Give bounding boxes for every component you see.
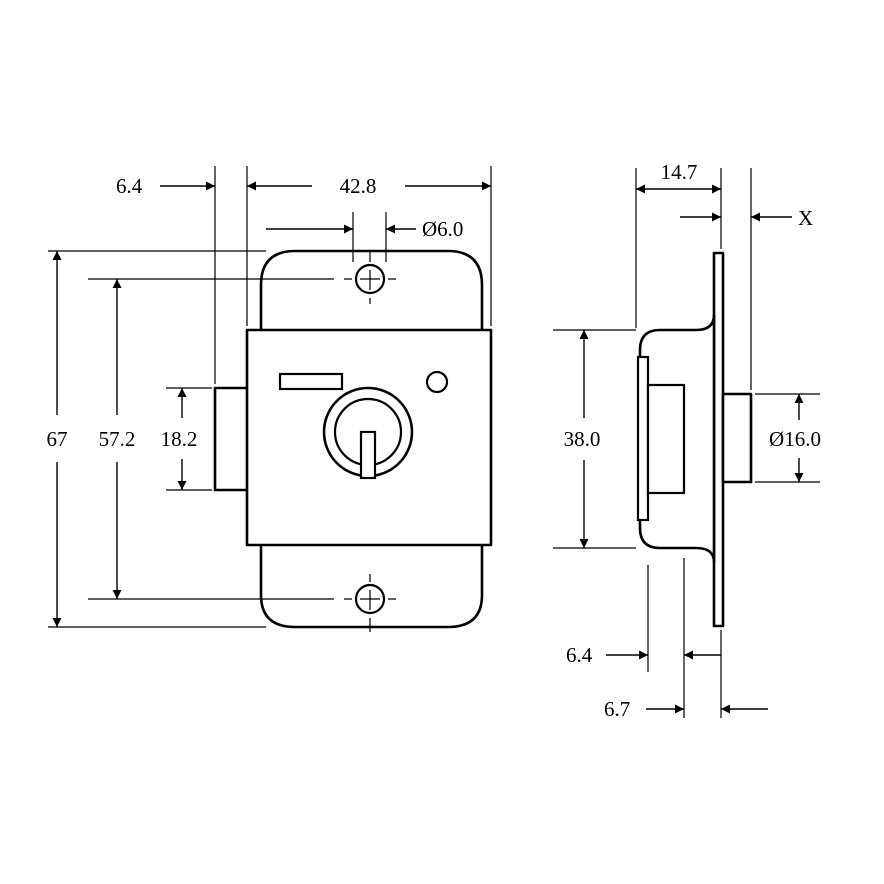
front-view bbox=[213, 249, 493, 632]
face-plate bbox=[636, 355, 650, 522]
small-pin bbox=[425, 370, 449, 394]
label-67: 67 bbox=[47, 427, 68, 451]
label-42-8: 42.8 bbox=[340, 174, 377, 198]
label-hole-diameter: Ø6.0 bbox=[422, 217, 463, 241]
label-14-7: 14.7 bbox=[661, 160, 698, 184]
bolt bbox=[213, 386, 251, 492]
label-6-7: 6.7 bbox=[604, 697, 630, 721]
keyway bbox=[359, 430, 377, 480]
label-x: X bbox=[798, 206, 813, 230]
side-dimension-lines bbox=[579, 184, 804, 714]
side-labels: 14.7 X 38.0 Ø16.0 6.4 6.7 bbox=[564, 160, 821, 721]
front-dimension-lines bbox=[52, 181, 491, 627]
label-57-2: 57.2 bbox=[99, 427, 136, 451]
front-labels: 6.4 42.8 Ø6.0 67 57.2 18.2 bbox=[47, 174, 464, 451]
latch-slot bbox=[278, 372, 344, 391]
label-38-0: 38.0 bbox=[564, 427, 601, 451]
side-bolt bbox=[646, 383, 686, 495]
label-6-4-top: 6.4 bbox=[116, 174, 143, 198]
label-18-2: 18.2 bbox=[161, 427, 198, 451]
side-cylinder bbox=[721, 392, 753, 484]
side-view bbox=[636, 251, 753, 628]
hole-centerline-top bbox=[344, 252, 396, 304]
label-cylinder-diameter: Ø16.0 bbox=[769, 427, 821, 451]
label-6-4-bottom: 6.4 bbox=[566, 643, 593, 667]
side-extension-lines bbox=[553, 168, 820, 718]
hole-centerline-bottom bbox=[344, 574, 396, 632]
flange-plate bbox=[712, 251, 725, 628]
front-extension-lines bbox=[48, 166, 492, 628]
